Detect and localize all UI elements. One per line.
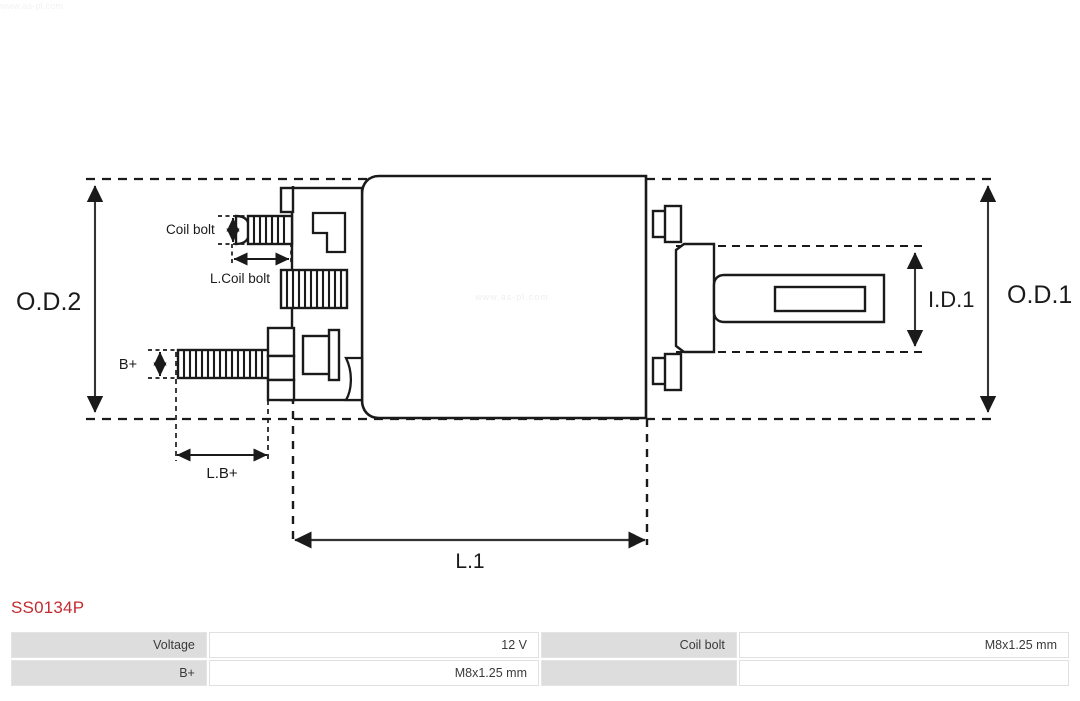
dimension-l1: L.1 <box>294 531 646 573</box>
l-coil-bolt-label: L.Coil bolt <box>210 271 270 286</box>
b-plus-label: B+ <box>119 357 137 373</box>
dimension-od2: O.D.2 <box>16 185 104 413</box>
middle-threaded-terminal <box>279 268 349 310</box>
spec-label-cell: B+ <box>11 660 207 686</box>
extension-lines-l1 <box>291 186 649 545</box>
bplus-inner-washer <box>327 328 341 382</box>
spec-label-cell <box>540 660 737 686</box>
spec-label-text: B+ <box>179 666 195 680</box>
dimension-id1: I.D.1 <box>906 252 974 347</box>
plunger-slot <box>773 285 867 313</box>
coil-bolt-threads <box>252 216 286 244</box>
body-watermark-ghost: www.as-pl.com <box>474 292 549 302</box>
bplus-inner-boss <box>301 334 333 376</box>
middle-terminal-body <box>279 268 349 310</box>
id1-label: I.D.1 <box>928 287 974 312</box>
dimension-bplus: B+ <box>119 351 167 377</box>
solenoid-diagram-svg: O.D.2 O.D.1 I.D.1 Coil bolt L.Coil bolt <box>16 174 1072 573</box>
spec-value-cell: 12 V <box>208 632 539 658</box>
specification-table: Voltage 12 V Coil bolt M8x1.25 mm B+ M8x… <box>9 630 1071 688</box>
od1-label: O.D.1 <box>1007 281 1072 309</box>
lower-curved-seal <box>343 356 364 402</box>
coil-bolt-label: Coil bolt <box>166 222 215 237</box>
technical-drawing: O.D.2 O.D.1 I.D.1 Coil bolt L.Coil bolt <box>16 174 1072 573</box>
spec-value-text: M8x1.25 mm <box>454 666 527 680</box>
dimension-coil-bolt: Coil bolt <box>166 217 240 243</box>
middle-terminal-threads <box>285 270 343 308</box>
l1-label: L.1 <box>455 550 484 573</box>
spec-table-body: Voltage 12 V Coil bolt M8x1.25 mm B+ M8x… <box>11 632 1069 686</box>
od2-label: O.D.2 <box>16 288 81 316</box>
internal-step-detail <box>311 211 347 254</box>
coil-bolt-group <box>234 214 294 246</box>
rear-lip-top <box>279 186 295 214</box>
bplus-terminal-group <box>176 326 341 402</box>
dimension-l-coil-bolt: L.Coil bolt <box>210 252 290 286</box>
mount-tab-upper-outer <box>663 204 683 244</box>
spec-value-cell <box>738 660 1069 686</box>
extension-lines-lbplus <box>175 352 269 461</box>
right-end-group <box>651 204 886 392</box>
spec-value-text: 12 V <box>501 638 527 652</box>
dimension-od1: O.D.1 <box>979 185 1072 413</box>
bplus-nut-base <box>266 378 296 402</box>
internal-step-upper <box>311 211 347 254</box>
table-row: Voltage 12 V Coil bolt M8x1.25 mm <box>11 632 1069 658</box>
dimension-lbplus: L.B+ <box>176 448 268 482</box>
spec-label-text: Voltage <box>153 638 195 652</box>
bplus-stud-threads <box>182 350 264 378</box>
table-row: B+ M8x1.25 mm <box>11 660 1069 686</box>
l-b-plus-label: L.B+ <box>206 465 238 482</box>
mount-tab-lower-outer <box>663 352 683 392</box>
spec-label-cell: Coil bolt <box>540 632 737 658</box>
lower-internal-detail <box>343 356 364 402</box>
plunger-flange <box>674 242 716 354</box>
spec-label-text: Coil bolt <box>679 638 725 652</box>
part-code-title: SS0134P <box>11 598 85 617</box>
spec-label-cell: Voltage <box>11 632 207 658</box>
spec-value-cell: M8x1.25 mm <box>208 660 539 686</box>
bplus-nut-lower <box>266 354 296 382</box>
spec-value-text: M8x1.25 mm <box>984 638 1057 652</box>
bplus-stud-body <box>176 348 272 380</box>
watermark-text: www.as-pl.com <box>0 1 64 11</box>
extension-lines-bplus <box>148 349 182 379</box>
bplus-nut-upper <box>266 326 296 358</box>
spec-value-cell: M8x1.25 mm <box>738 632 1069 658</box>
